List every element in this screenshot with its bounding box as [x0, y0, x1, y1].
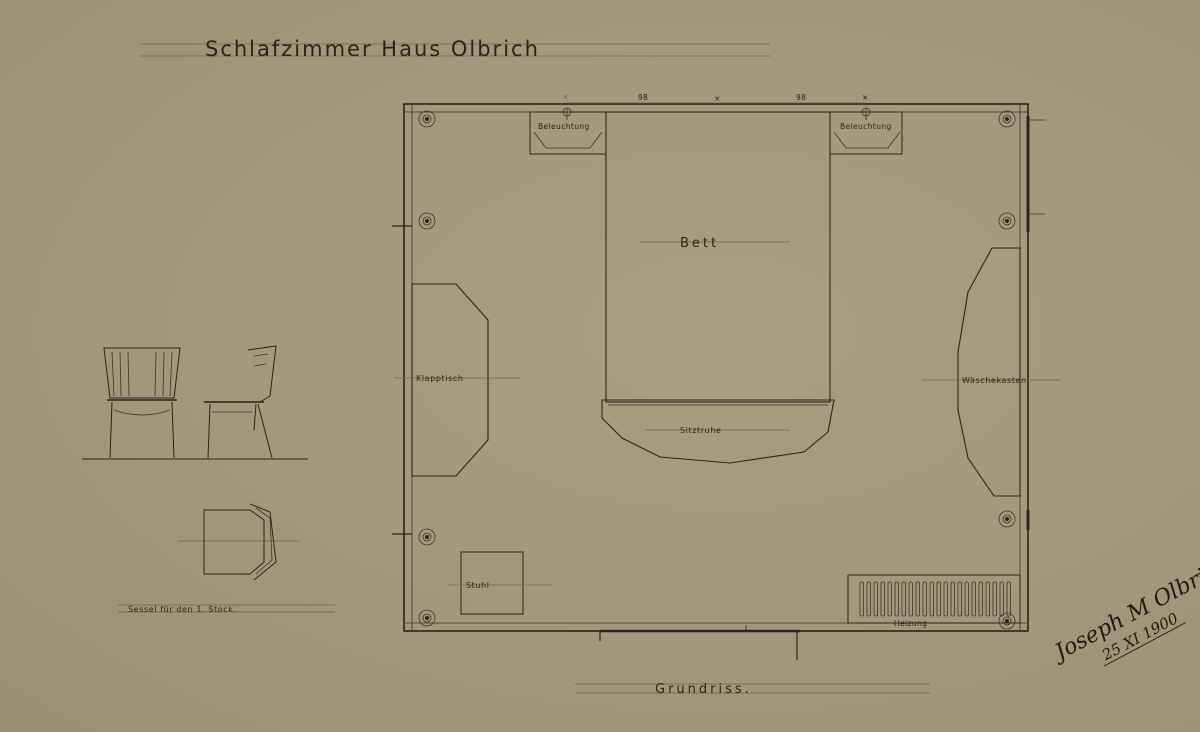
- chair-caption-block: Sessel für den 1. Stock.: [118, 604, 335, 614]
- room-walls: [392, 103, 1045, 660]
- radiator-fin: [971, 581, 976, 617]
- label-waeschekasten: Wäschekasten: [962, 376, 1027, 385]
- radiator-fin: [873, 581, 878, 617]
- label-stuhl: Stuhl: [466, 581, 490, 590]
- dimension-right: 98: [796, 93, 806, 102]
- label-klapptisch: Klapptisch: [416, 374, 464, 383]
- radiator-fin: [901, 581, 906, 617]
- bed: Bett: [605, 111, 831, 403]
- radiator-fin: [887, 581, 892, 617]
- radiator-fin: [866, 581, 871, 617]
- svg-text:×: ×: [862, 93, 869, 102]
- radiator-fin: [943, 581, 948, 617]
- radiator-fin: [978, 581, 983, 617]
- radiator-fin: [985, 581, 990, 617]
- chair-caption: Sessel für den 1. Stock.: [128, 605, 237, 614]
- plan-caption-block: Grundriss.: [575, 682, 930, 697]
- radiator-fin: [936, 581, 941, 617]
- radiator-fin: [992, 581, 997, 617]
- radiator-fin: [929, 581, 934, 617]
- dimension-separator: ×: [714, 94, 721, 103]
- radiator-fin: [1006, 581, 1011, 617]
- radiator-fin: [964, 581, 969, 617]
- radiator-fin: [957, 581, 962, 617]
- label-beleuchtung-left: Beleuchtung: [538, 122, 590, 131]
- chair-elevation: [82, 345, 308, 460]
- radiator-fin: [908, 581, 913, 617]
- radiator-fin: [859, 581, 864, 617]
- label-bett: Bett: [680, 236, 719, 251]
- title-block: Schlafzimmer Haus Olbrich: [140, 37, 770, 61]
- label-sitztruhe: Sitztruhe: [680, 426, 722, 435]
- label-heizung: Heizung: [894, 619, 927, 628]
- posts: [418, 110, 1016, 630]
- dimension-left: 98: [638, 93, 648, 102]
- sitztruhe: Sitztruhe: [601, 399, 835, 464]
- lamp-left: Beleuchtung: [529, 107, 607, 155]
- lamp-right: Beleuchtung: [829, 107, 903, 155]
- label-beleuchtung-right: Beleuchtung: [840, 122, 892, 131]
- klapptisch: Klapptisch: [394, 283, 520, 477]
- plan-caption: Grundriss.: [655, 682, 752, 697]
- waeschekasten: Wäschekasten: [922, 247, 1060, 497]
- radiator-fin: [950, 581, 955, 617]
- radiator-fin: [915, 581, 920, 617]
- svg-text:‹: ‹: [564, 92, 567, 101]
- page-title: Schlafzimmer Haus Olbrich: [205, 37, 540, 61]
- radiator-fin: [922, 581, 927, 617]
- signature: Joseph M Olbrich 25 XI 1900: [1048, 552, 1200, 667]
- chair-plan: [178, 503, 300, 581]
- heizung: Heizung: [847, 574, 1021, 628]
- dimension-line: 98 × 98 ‹ ×: [564, 92, 869, 104]
- radiator-fin: [999, 581, 1004, 617]
- stuhl: Stuhl: [448, 551, 552, 615]
- radiator-fin: [880, 581, 885, 617]
- radiator-fin: [894, 581, 899, 617]
